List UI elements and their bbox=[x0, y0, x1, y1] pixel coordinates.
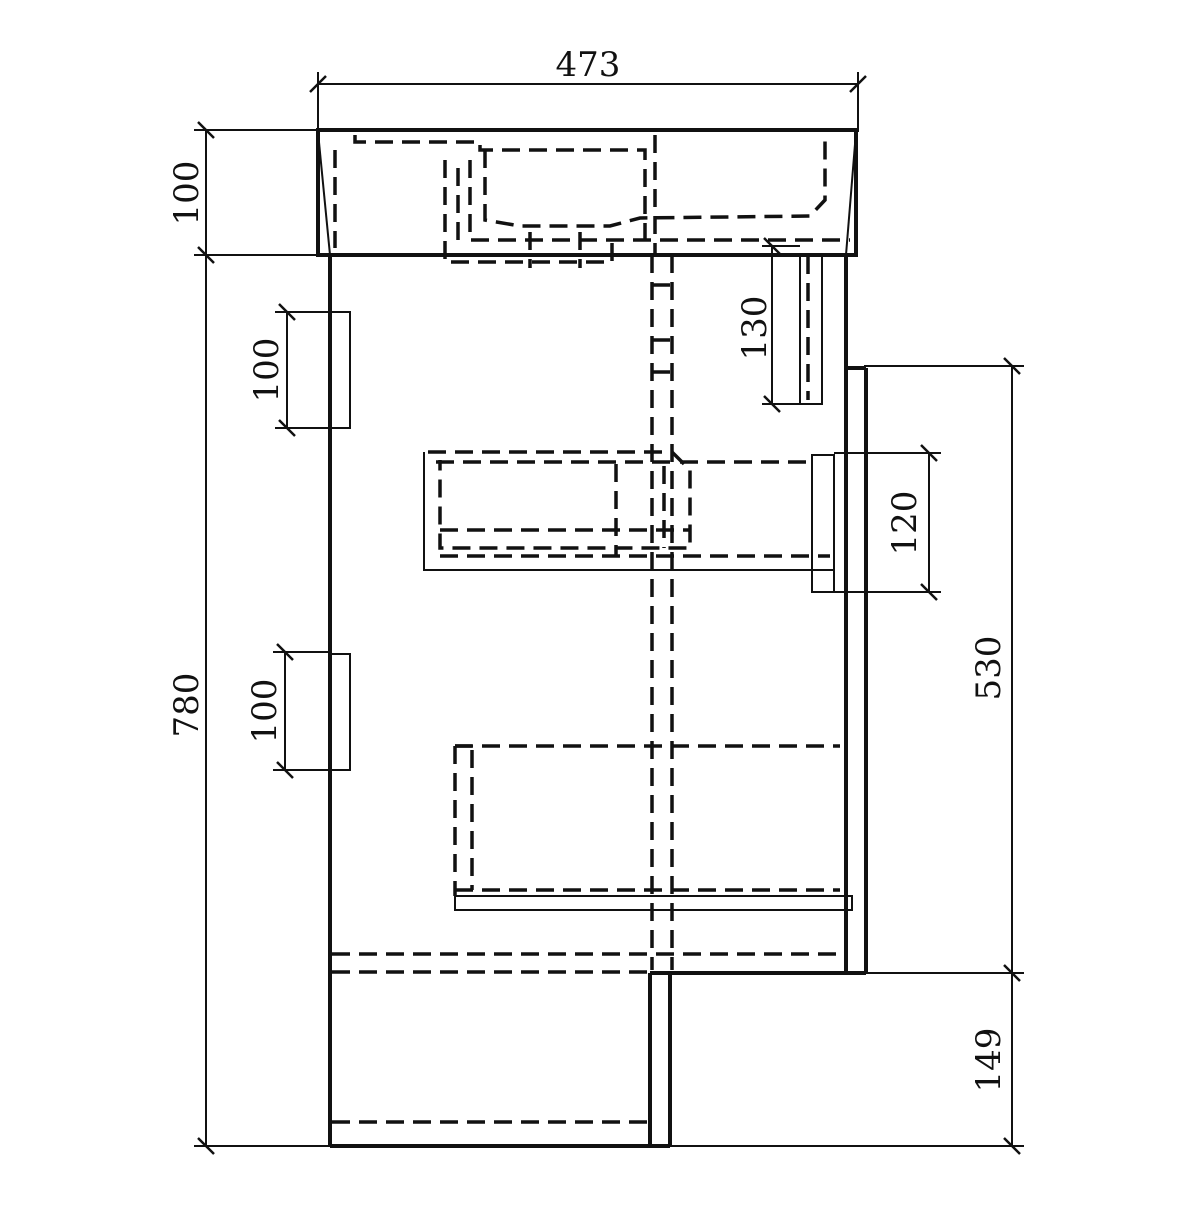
dimension-drawer-bracket: 120 bbox=[834, 444, 941, 601]
dimension-door-height-label: 530 bbox=[969, 636, 1009, 701]
dimension-plinth-height-label: 149 bbox=[969, 1028, 1009, 1093]
dimension-handle-lower-label: 100 bbox=[245, 679, 285, 744]
lower-shelf bbox=[453, 744, 853, 911]
dimension-basin-height-label: 100 bbox=[167, 161, 207, 226]
back-wall-bracket bbox=[799, 256, 823, 405]
dimension-back-bracket: 130 bbox=[735, 237, 800, 413]
dimension-width-label: 473 bbox=[556, 45, 621, 85]
cabinet-internal-frame bbox=[332, 255, 840, 1124]
handle-upper bbox=[330, 311, 351, 429]
drawer-assembly bbox=[423, 450, 835, 593]
dimension-back-bracket-label: 130 bbox=[735, 296, 775, 361]
dimension-total-height-label: 780 bbox=[167, 673, 207, 738]
dimension-drawer-bracket-label: 120 bbox=[885, 491, 925, 556]
handle-lower bbox=[330, 653, 351, 771]
dimension-handle-lower: 100 bbox=[245, 643, 332, 779]
dimension-basin-height: 100 bbox=[167, 121, 330, 264]
dimension-width: 473 bbox=[309, 45, 867, 132]
cabinet-body bbox=[328, 255, 868, 1148]
dimension-handle-upper: 100 bbox=[247, 303, 332, 437]
basin-top bbox=[316, 128, 858, 268]
dimension-handle-upper-label: 100 bbox=[247, 338, 287, 403]
dimension-door-height: 530 bbox=[864, 357, 1024, 982]
dimension-total-height: 780 bbox=[167, 255, 332, 1155]
dimension-plinth-height: 149 bbox=[668, 973, 1024, 1155]
